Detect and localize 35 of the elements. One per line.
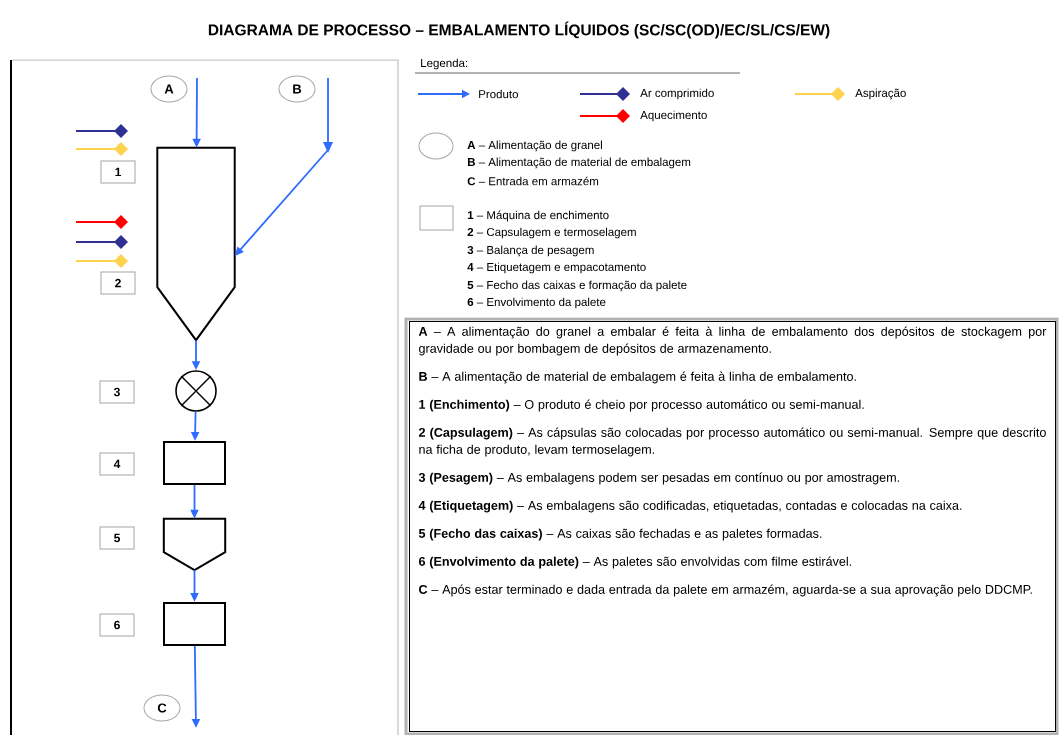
paragraph: 3 (Pesagem) – As embalagens podem ser pesadas em contínuo ou por amostragem.	[418, 472, 899, 485]
legend-text: Ar comprimido	[640, 88, 714, 100]
paragraph: A – A alimentação do granel a embalar é feita à linha de embalamento dos depósitos de stockagem por gravidade ou por bombagem de depósitos de armazenamento.	[418, 326, 1047, 356]
paragraph: 4 (Etiquetagem) – As embalagens são codificadas, etiquetadas, contadas e colocadas na caixa.	[418, 500, 962, 513]
number-box: 2	[100, 271, 136, 295]
legend-text: 2 – Capsulagem e termoselagem	[467, 227, 636, 239]
number-box: 3	[99, 380, 135, 404]
legend-text: 4 – Etiquetagem e empacotamento	[467, 262, 646, 274]
legend-text: Produto	[479, 89, 518, 99]
paragraph: 1 (Enchimento) – O produto é cheio por processo automático ou semi-manual.	[419, 399, 864, 412]
process-shape	[156, 146, 236, 342]
legend-heading: Legenda:	[421, 58, 468, 70]
legend-text: Aquecimento	[640, 110, 707, 122]
process-shape	[162, 517, 227, 572]
process-box	[163, 441, 226, 485]
legend-text: 3 – Balança de pesagem	[467, 245, 594, 257]
number-box: 5	[99, 526, 135, 550]
legend-text: C – Entrada em armazém	[467, 176, 599, 186]
paragraph: 2 (Capsulagem) – As cápsulas são colocadas por processo automático ou semi-manual. Sempre que descrito na ficha de produto, levam termoselagem.	[418, 427, 1046, 457]
number-box: 1	[100, 160, 136, 184]
text-box	[404, 317, 1059, 735]
title: DIAGRAMA DE PROCESSO – EMBALAMENTO LÍQUIDOS (SC/SC(OD)/EC/SL/CS/EW)	[208, 21, 830, 39]
paragraph: B – A alimentação de material de embalagem é feita à linha de embalamento.	[419, 371, 856, 384]
paragraph: 5 (Fecho das caixas) – As caixas são fechadas e as paletes formadas.	[418, 528, 822, 541]
paragraph: C – Após estar terminado e dada entrada da palete em armazém, aguarda-se a sua aprovação pelo DDCMP.	[419, 584, 1032, 597]
legend-text: Aspiração	[855, 88, 906, 100]
number-box: 6	[99, 613, 135, 637]
valve-symbol	[175, 370, 217, 412]
number-box: 4	[99, 452, 135, 476]
paragraph: 6 (Envolvimento da palete) – As paletes são envolvidas com filme estirável.	[418, 556, 852, 569]
legend-text: B – Alimentação de material de embalagem	[468, 157, 691, 169]
legend-text: A – Alimentação de granel	[467, 140, 602, 152]
process-box	[163, 602, 226, 646]
legend-text: 5 – Fecho das caixas e formação da palete	[467, 280, 687, 292]
legend-text: 1 – Máquina de enchimento	[467, 210, 609, 222]
